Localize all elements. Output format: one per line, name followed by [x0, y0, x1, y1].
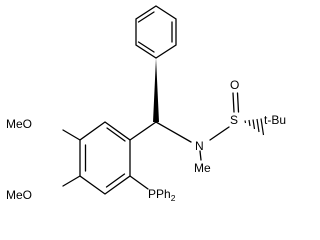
phenyl-ring	[135, 5, 177, 59]
phosphine-label: PPh2	[148, 187, 176, 203]
stereo-wedge-bond	[153, 58, 159, 122]
n-methyl-label: Me	[194, 161, 211, 175]
phosphine-bond	[129, 175, 149, 190]
molecule-canvas: MeO MeO N Me S O t-Bu PPh2	[6, 5, 286, 203]
stereocenter-to-nitrogen-bond	[155, 121, 192, 143]
nitrogen-label: N	[195, 139, 204, 153]
ring-to-stereocenter-bond	[129, 121, 157, 141]
tert-butyl-label: t-Bu	[264, 113, 286, 127]
nitrogen-to-methyl-bond	[199, 150, 202, 161]
sulfinyl-double-bond	[232, 92, 240, 113]
methoxy-label-upper: MeO	[6, 117, 32, 131]
nitrogen-to-sulfur-bond	[209, 126, 230, 141]
structure-drawing: MeO MeO N Me S O t-Bu PPh2	[6, 5, 286, 203]
upper-methoxy-bond	[62, 129, 81, 141]
methoxy-label-lower: MeO	[6, 188, 32, 202]
oxygen-label: O	[230, 78, 239, 92]
aromatic-core-ring	[79, 121, 131, 195]
lower-methoxy-bond	[62, 175, 81, 187]
sulfur-label: S	[230, 113, 238, 127]
stereo-hash-bond	[244, 118, 265, 136]
